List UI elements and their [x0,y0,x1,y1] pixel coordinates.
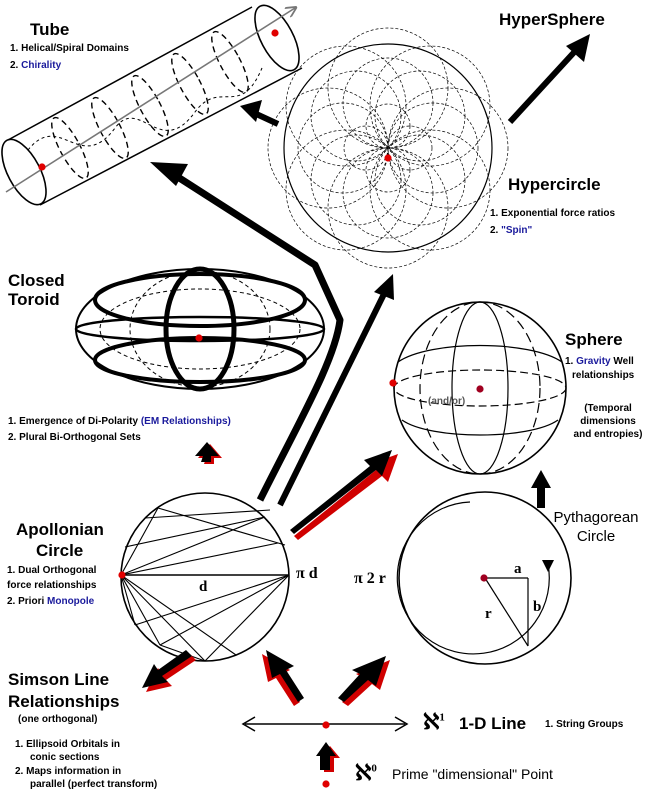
line-item: 1. String Groups [545,719,624,730]
aleph-zero-glyph: ℵ [355,760,372,785]
apollonian-item-2: 2. Priori Monopole [7,595,94,608]
sphere-note-line-3: and entropies) [573,429,643,440]
tube-title: Tube [30,20,70,39]
aleph-one-superscript: 1 [439,711,445,724]
flow-arrows [142,34,590,772]
toroid-item-1-text: 1. Emergence of Di-Polarity [8,416,139,427]
sphere-item-1-rest: Well [610,356,634,367]
sphere-item-1-num: 1. [565,356,577,367]
tube-item-1: 1. Helical/Spiral Domains [10,43,129,54]
arrow-to-hypersphere [507,45,581,125]
pythagorean-label-a: a [514,561,522,577]
sphere-figure [389,301,567,475]
point-title: Prime "dimensional" Point [392,766,553,782]
arrow-apollonian-to-sphere-shadow [294,454,398,540]
pythagorean-figure [396,491,572,665]
arrow-hyper-to-tube-head [240,100,262,122]
line-title: 1-D Line [459,714,527,733]
sphere-item-1-blue: Gravity [576,356,611,367]
hypercircle-item-2-text: "Spin" [501,225,533,236]
apollonian-label-d: d [199,579,208,595]
hypercircle-item-1: 1. Exponential force ratios [490,208,616,219]
arrow-pyth-to-sphere-head [531,470,551,488]
hypercircle-item-2-num: 2. [490,225,502,236]
pythagorean-title-line-1: Pythagorean [553,509,639,526]
arrow-to-simson [142,650,192,688]
hypersphere-title: HyperSphere [499,10,605,29]
simson-item-2-line-1: 2. Maps information in [15,766,122,777]
tube-item-2-text: Chirality [21,60,62,71]
sphere-note-line-1: (Temporal [584,403,632,414]
arrow-to-tube [168,169,344,502]
aleph-one-glyph: ℵ [423,709,440,734]
arrow-to-hypersphere-head [566,34,590,62]
apollonian-label-pid: π d [296,565,318,582]
arrow-point-to-line [316,742,336,770]
pythagorean-label-b: b [533,599,542,615]
apollonian-title-line-2: Circle [36,541,84,560]
sphere-item-1-line-2: relationships [572,370,635,381]
one-d-line-figure [241,716,409,732]
arrow-line-up-left [266,650,304,702]
apollonian-item-1-line-1: 1. Dual Orthogonal [7,565,97,576]
toroid-item-1: 1. Emergence of Di-Polarity (EM Relation… [8,415,231,428]
tube-figure [1,4,303,206]
arrow-to-hypercircle-head [374,274,394,300]
arrow-to-hypercircle [277,290,388,507]
toroid-title-line-2: Toroid [8,290,60,309]
apollonian-item-2-num: 2. Priori [7,596,48,607]
simson-item-1-line-1: 1. Ellipsoid Orbitals in [15,739,121,750]
simson-title-line-1: Simson Line [8,670,110,689]
hypercircle-item-2: 2. "Spin" [490,224,532,237]
sphere-note: (Temporal dimensions and entropies) [569,402,647,441]
aleph-zero-symbol: ℵ0 [355,760,377,786]
pythagorean-title: Pythagorean Circle [548,508,644,546]
toroid-figure [74,266,326,392]
apollonian-item-2-blue: Monopole [47,596,95,607]
pythagorean-label-pi2r: π 2 r [354,570,386,587]
toroid-item-1-blue: (EM Relationships) [140,416,231,427]
tube-item-2-num: 2. [10,60,22,71]
sphere-note-line-2: dimensions [580,416,636,427]
sphere-inner-label: (and/or) [428,396,466,407]
apollonian-item-1-line-2: force relationships [7,580,97,591]
hypercircle-title: Hypercircle [508,175,601,194]
prime-point-dot [322,780,330,788]
arrow-apollonian-to-toroid [195,442,219,462]
hypercircle-figure [267,27,509,269]
simson-item-2-line-2: parallel (perfect transform) [30,779,158,790]
sphere-item-1: 1. Gravity Well [565,355,634,368]
arrow-line-up-right [338,656,386,702]
sphere-title: Sphere [565,330,623,349]
pythagorean-label-r: r [485,606,492,622]
aleph-zero-superscript: 0 [371,762,377,775]
arrow-to-tube-head [150,162,188,186]
toroid-title-line-1: Closed [8,271,65,290]
simson-item-1-line-2: conic sections [30,752,100,763]
simson-subtitle: (one orthogonal) [18,714,98,725]
tube-item-2: 2. Chirality [10,59,61,72]
pythagorean-title-line-2: Circle [576,528,616,545]
aleph-one-symbol: ℵ1 [423,709,445,735]
arrow-apollonian-to-sphere [290,450,392,534]
apollonian-title-line-1: Apollonian [16,520,104,539]
apollonian-figure [118,492,290,662]
simson-title-line-2: Relationships [8,692,120,711]
arrow-pyth-to-sphere-shaft [537,486,545,508]
toroid-item-2: 2. Plural Bi-Orthogonal Sets [8,432,141,443]
